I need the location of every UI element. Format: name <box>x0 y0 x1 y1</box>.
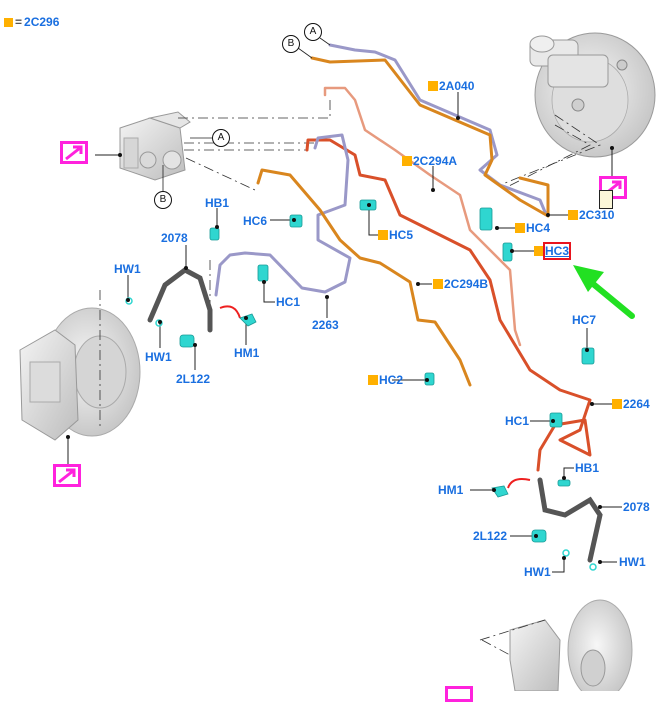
leader-dots <box>66 116 614 564</box>
rear-brake-caliper-disc <box>509 599 633 691</box>
callout-circle-a-abs: A <box>212 129 230 147</box>
brake-booster-master-cylinder <box>529 32 656 158</box>
callout-circle-a-top: A <box>304 23 322 41</box>
rear-hose-2078 <box>537 477 603 563</box>
clip-2l122-front <box>179 334 195 348</box>
code-marker-icon <box>612 399 622 409</box>
washer-hw1-rear-a <box>562 549 570 557</box>
part-label-2263[interactable]: 2263 <box>312 318 339 332</box>
part-label-2c294a[interactable]: 2C294A <box>402 154 457 168</box>
part-label-hc7[interactable]: HC7 <box>572 313 597 327</box>
reference-link-abs[interactable] <box>60 141 88 164</box>
rear-clip-arrow <box>507 478 531 489</box>
part-label-hc4[interactable]: HC4 <box>515 221 550 235</box>
legend-orange-square-icon <box>4 18 13 27</box>
pipe-2a040-orange <box>310 56 550 218</box>
external-link-arrow-icon <box>65 145 83 161</box>
part-label-2264[interactable]: 2264 <box>612 397 650 411</box>
part-label-2a040[interactable]: 2A040 <box>428 79 474 93</box>
washer-hw1-rear-b <box>589 563 597 571</box>
code-marker-icon <box>515 223 525 233</box>
clip-hc4 <box>479 207 493 231</box>
clip-hc6 <box>289 214 303 228</box>
part-label-2c310[interactable]: 2C310 <box>568 208 614 222</box>
reference-link-rear-brake[interactable] <box>445 686 473 702</box>
reference-link-front-brake[interactable] <box>53 464 81 487</box>
part-label-hc1-front[interactable]: HC1 <box>276 295 301 309</box>
clip-hm1-rear <box>491 485 509 498</box>
clip-hc1-front <box>257 264 269 282</box>
pipe-2a040-lavender <box>328 43 547 214</box>
part-label-hm1-rear[interactable]: HM1 <box>438 483 464 497</box>
part-label-hc1-rear[interactable]: HC1 <box>505 414 530 428</box>
external-link-arrow-icon <box>58 468 76 484</box>
legend-code: 2C296 <box>24 15 60 29</box>
code-marker-icon <box>368 375 378 385</box>
clip-2l122-rear <box>531 529 547 543</box>
front-hose-2078 <box>147 267 213 333</box>
note-icon[interactable] <box>599 190 613 209</box>
pipe-2c294a <box>323 86 522 347</box>
clip-hc1-rear <box>549 412 563 428</box>
clip-hc2 <box>424 372 435 386</box>
legend-equals: = <box>15 15 23 29</box>
brake-hoses <box>147 267 603 563</box>
part-label-hc5[interactable]: HC5 <box>378 228 413 242</box>
legend: =2C296 <box>4 15 59 29</box>
callout-circle-b-abs: B <box>154 191 172 209</box>
code-marker-icon <box>568 210 578 220</box>
code-marker-icon <box>428 81 438 91</box>
washer-hw1-front-b <box>155 319 163 327</box>
part-label-hm1-front[interactable]: HM1 <box>234 346 260 360</box>
part-label-hc3-highlighted[interactable]: HC3 <box>534 242 572 260</box>
part-label-hc6[interactable]: HC6 <box>243 214 268 228</box>
leader-lines <box>67 92 622 573</box>
part-label-hw1-front-b[interactable]: HW1 <box>145 350 172 364</box>
brake-pipes <box>214 43 592 472</box>
code-marker-icon <box>402 156 412 166</box>
part-label-2078-front[interactable]: 2078 <box>161 231 188 245</box>
front-brake-caliper-disc <box>19 307 141 441</box>
part-label-2c294b[interactable]: 2C294B <box>433 277 488 291</box>
front-clip-arrow <box>219 305 241 319</box>
pipe-2c294b <box>256 168 472 387</box>
part-label-2078-rear[interactable]: 2078 <box>623 500 650 514</box>
callout-circle-b-top: B <box>282 35 300 53</box>
code-marker-icon <box>433 279 443 289</box>
pipe-red-rear <box>305 138 592 472</box>
clip-hc7 <box>581 347 595 365</box>
clip-hm1-front <box>239 313 257 327</box>
part-label-hc2[interactable]: HC2 <box>368 373 403 387</box>
pointer-arrow <box>573 265 635 319</box>
part-label-hb1-front[interactable]: HB1 <box>205 196 230 210</box>
alignment-lines <box>99 100 601 656</box>
part-label-hw1-rear-a[interactable]: HW1 <box>524 565 551 579</box>
part-label-hw1-rear-b[interactable]: HW1 <box>619 555 646 569</box>
clip-hb1-rear <box>557 479 571 487</box>
code-marker-icon <box>378 230 388 240</box>
part-label-2l122-rear[interactable]: 2L122 <box>473 529 508 543</box>
washer-hw1-front-a <box>125 297 133 305</box>
code-marker-icon <box>534 246 544 256</box>
clip-arrows <box>219 305 531 489</box>
part-label-hb1-rear[interactable]: HB1 <box>575 461 600 475</box>
part-label-2l122-front[interactable]: 2L122 <box>176 372 211 386</box>
part-label-hw1-front-a[interactable]: HW1 <box>114 262 141 276</box>
clip-hb1-front <box>209 227 220 241</box>
clip-parts <box>125 199 597 571</box>
circle-callout-leaders <box>162 37 331 192</box>
abs-hydraulic-unit <box>119 111 191 181</box>
pipe-2263 <box>214 133 352 297</box>
